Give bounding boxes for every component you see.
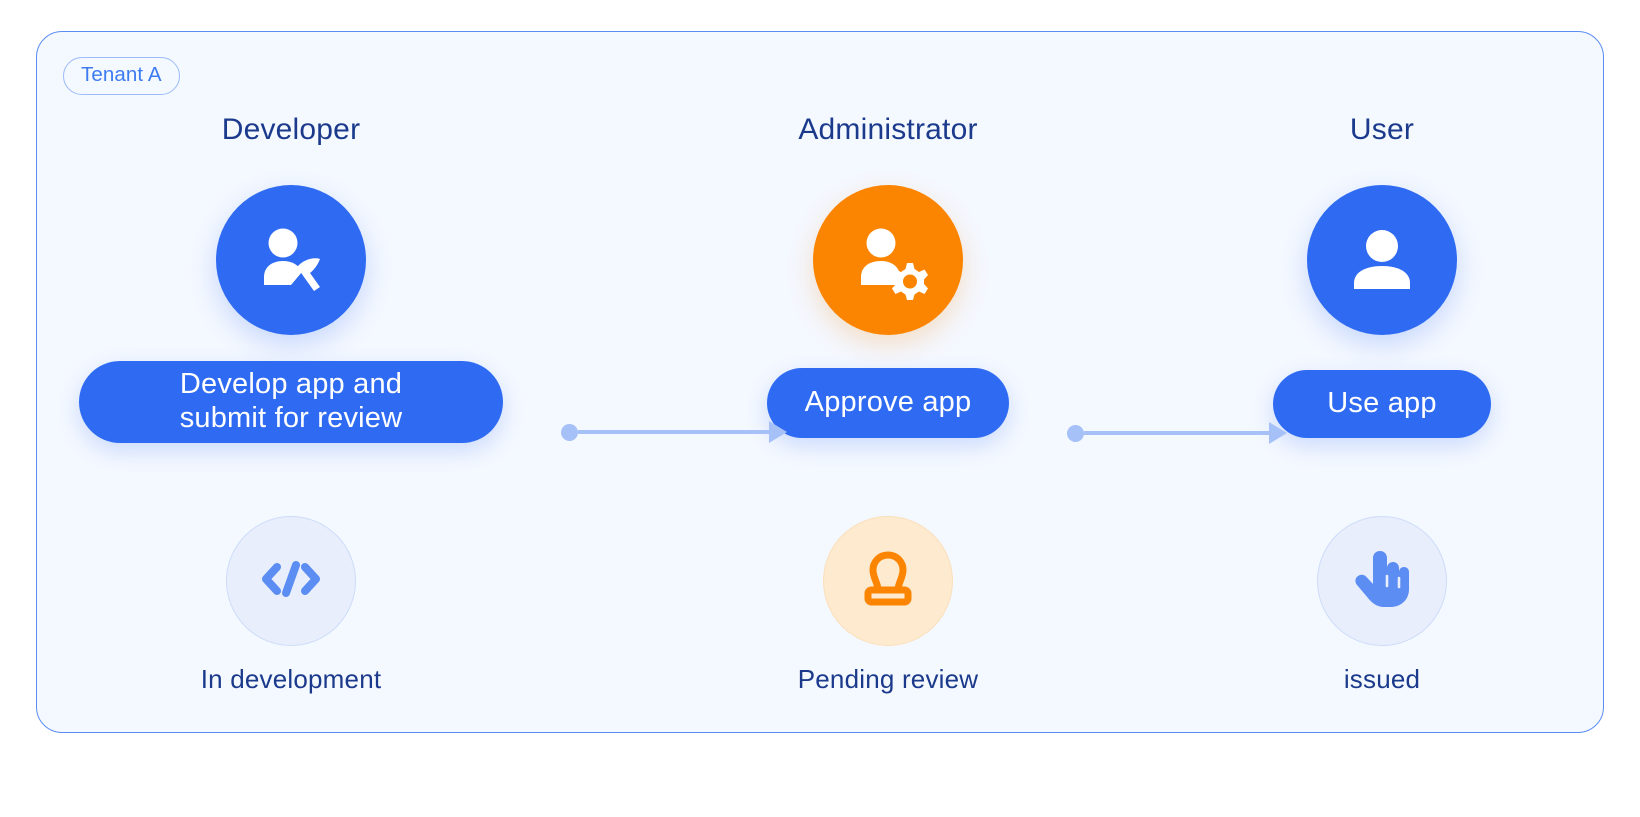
stamp-icon [856,547,920,616]
user-person-icon [1343,221,1421,299]
action-pill-user-label: Use app [1327,387,1437,420]
avatar-developer [216,185,366,335]
status-circle-administrator [823,516,953,646]
arrow-right-icon [769,421,787,443]
connector-dot-icon [561,423,578,441]
action-pill-developer-line2: submit for review [179,402,403,434]
connector-dot-icon [1067,424,1084,442]
action-pill-administrator[interactable]: Approve app [767,368,1009,438]
action-pill-developer[interactable]: Develop app and submit for review [79,361,503,443]
status-label-administrator: Pending review [797,664,979,694]
arrow-right-icon [1269,422,1287,444]
avatar-user [1307,185,1457,335]
action-pill-user[interactable]: Use app [1273,370,1491,438]
action-pill-administrator-label: Approve app [804,386,972,419]
action-pill-developer-line1: Develop app and [179,368,403,401]
connector-line [1084,431,1269,435]
connector-administrator-to-user [1067,421,1287,445]
developer-pickaxe-icon [248,217,334,303]
avatar-administrator [813,185,963,335]
tenant-card: Tenant A Developer Develop app and submi… [36,31,1604,733]
click-hand-icon [1351,546,1413,617]
role-title-administrator: Administrator [798,113,978,146]
admin-gear-icon [845,217,931,303]
connector-line [578,430,769,434]
role-title-user: User [1349,113,1415,146]
tenant-badge: Tenant A [63,57,180,95]
connector-developer-to-administrator [561,420,787,444]
status-label-user: issued [1343,664,1421,694]
status-circle-user [1317,516,1447,646]
status-label-developer: In development [200,664,382,694]
status-circle-developer [226,516,356,646]
role-title-developer: Developer [221,113,361,146]
code-icon [258,553,324,610]
